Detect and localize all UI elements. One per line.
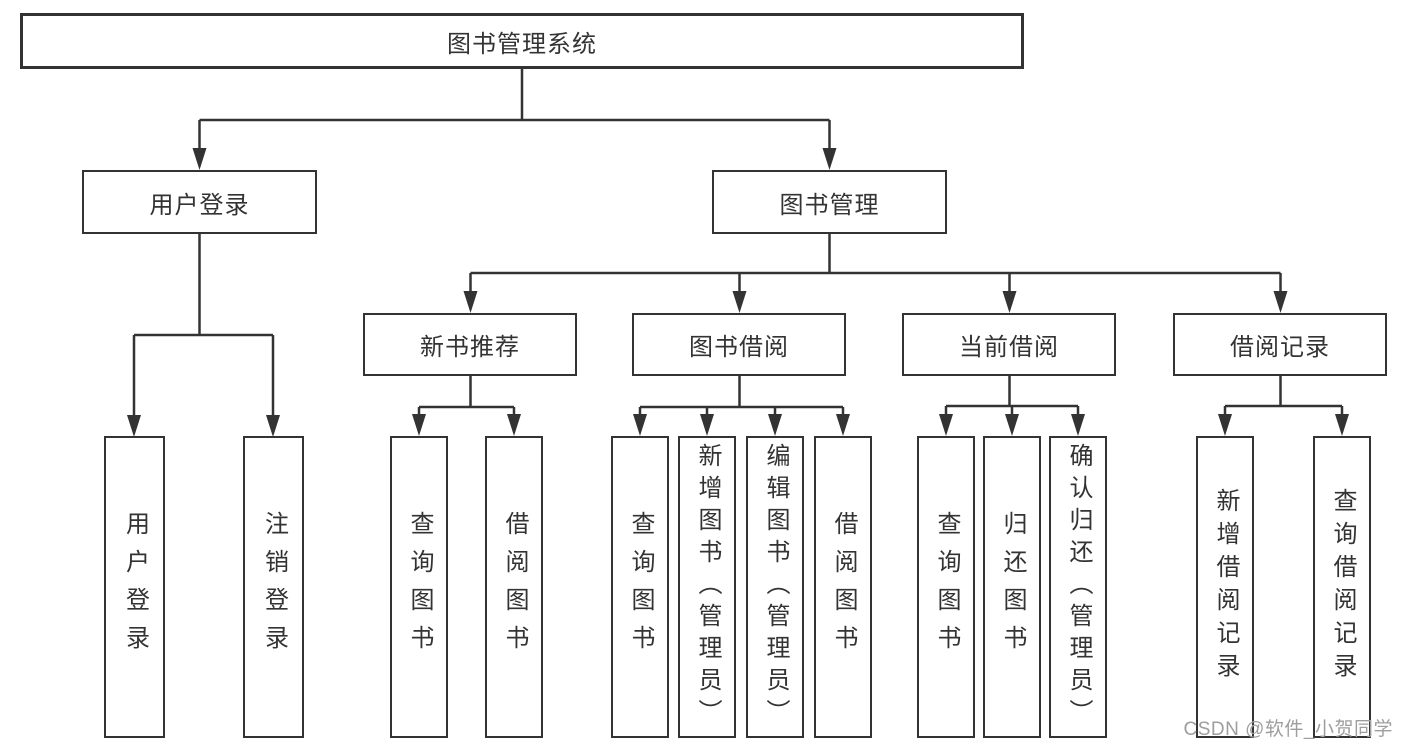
leaf-borrow-books-rec: 借阅图书 xyxy=(485,436,543,738)
leaf-label: 查询图书 xyxy=(933,511,960,663)
node-borrowing-records: 借阅记录 xyxy=(1173,313,1387,376)
leaf-label: 借阅图书 xyxy=(501,511,528,663)
leaf-label: 注销登录 xyxy=(260,511,288,663)
node-library-management-system: 图书管理系统 xyxy=(20,13,1024,69)
leaf-add-borrow-record: 新增借阅记录 xyxy=(1196,436,1254,738)
leaf-query-books-borrow: 查询图书 xyxy=(611,436,669,738)
leaf-user-login: 用户登录 xyxy=(104,436,165,738)
leaf-return-books: 归还图书 xyxy=(983,436,1041,738)
leaf-label: 编辑图书（管理员） xyxy=(762,443,789,731)
leaf-label: 新增图书（管理员） xyxy=(694,443,721,731)
connector-mgmt-to-level3 xyxy=(469,234,1282,293)
leaf-query-books-current: 查询图书 xyxy=(917,436,975,738)
node-book-management: 图书管理 xyxy=(712,170,947,234)
leaf-label: 借阅图书 xyxy=(830,511,857,663)
connector-root-to-level2 xyxy=(198,69,831,150)
connector-borrow-to-leaves xyxy=(638,376,845,417)
leaf-query-borrow-record: 查询借阅记录 xyxy=(1313,436,1371,738)
leaf-label: 查询图书 xyxy=(406,511,433,663)
node-new-book-recommendation: 新书推荐 xyxy=(363,313,577,376)
connector-current-to-leaves xyxy=(944,376,1080,417)
leaf-query-books-rec: 查询图书 xyxy=(390,436,448,738)
leaf-edit-books-admin: 编辑图书（管理员） xyxy=(746,436,804,738)
connector-rec-to-leaves xyxy=(417,376,516,417)
leaf-label: 查询图书 xyxy=(627,511,654,663)
node-book-borrowing: 图书借阅 xyxy=(632,313,846,376)
arrowheads xyxy=(127,148,1349,437)
node-user-login: 用户登录 xyxy=(82,170,317,234)
leaf-borrow-books: 借阅图书 xyxy=(814,436,872,738)
leaf-label: 归还图书 xyxy=(999,511,1026,663)
leaf-confirm-return-admin: 确认归还（管理员） xyxy=(1049,436,1107,738)
leaf-label: 确认归还（管理员） xyxy=(1065,443,1092,731)
leaf-label: 查询借阅记录 xyxy=(1329,488,1356,686)
node-current-borrowing: 当前借阅 xyxy=(902,313,1116,376)
connector-records-to-leaves xyxy=(1223,376,1344,417)
leaf-add-books-admin: 新增图书（管理员） xyxy=(678,436,736,738)
leaf-logout: 注销登录 xyxy=(243,436,304,738)
leaf-label: 用户登录 xyxy=(121,511,149,663)
leaf-label: 新增借阅记录 xyxy=(1212,488,1239,686)
connector-login-to-leaves xyxy=(132,234,275,417)
